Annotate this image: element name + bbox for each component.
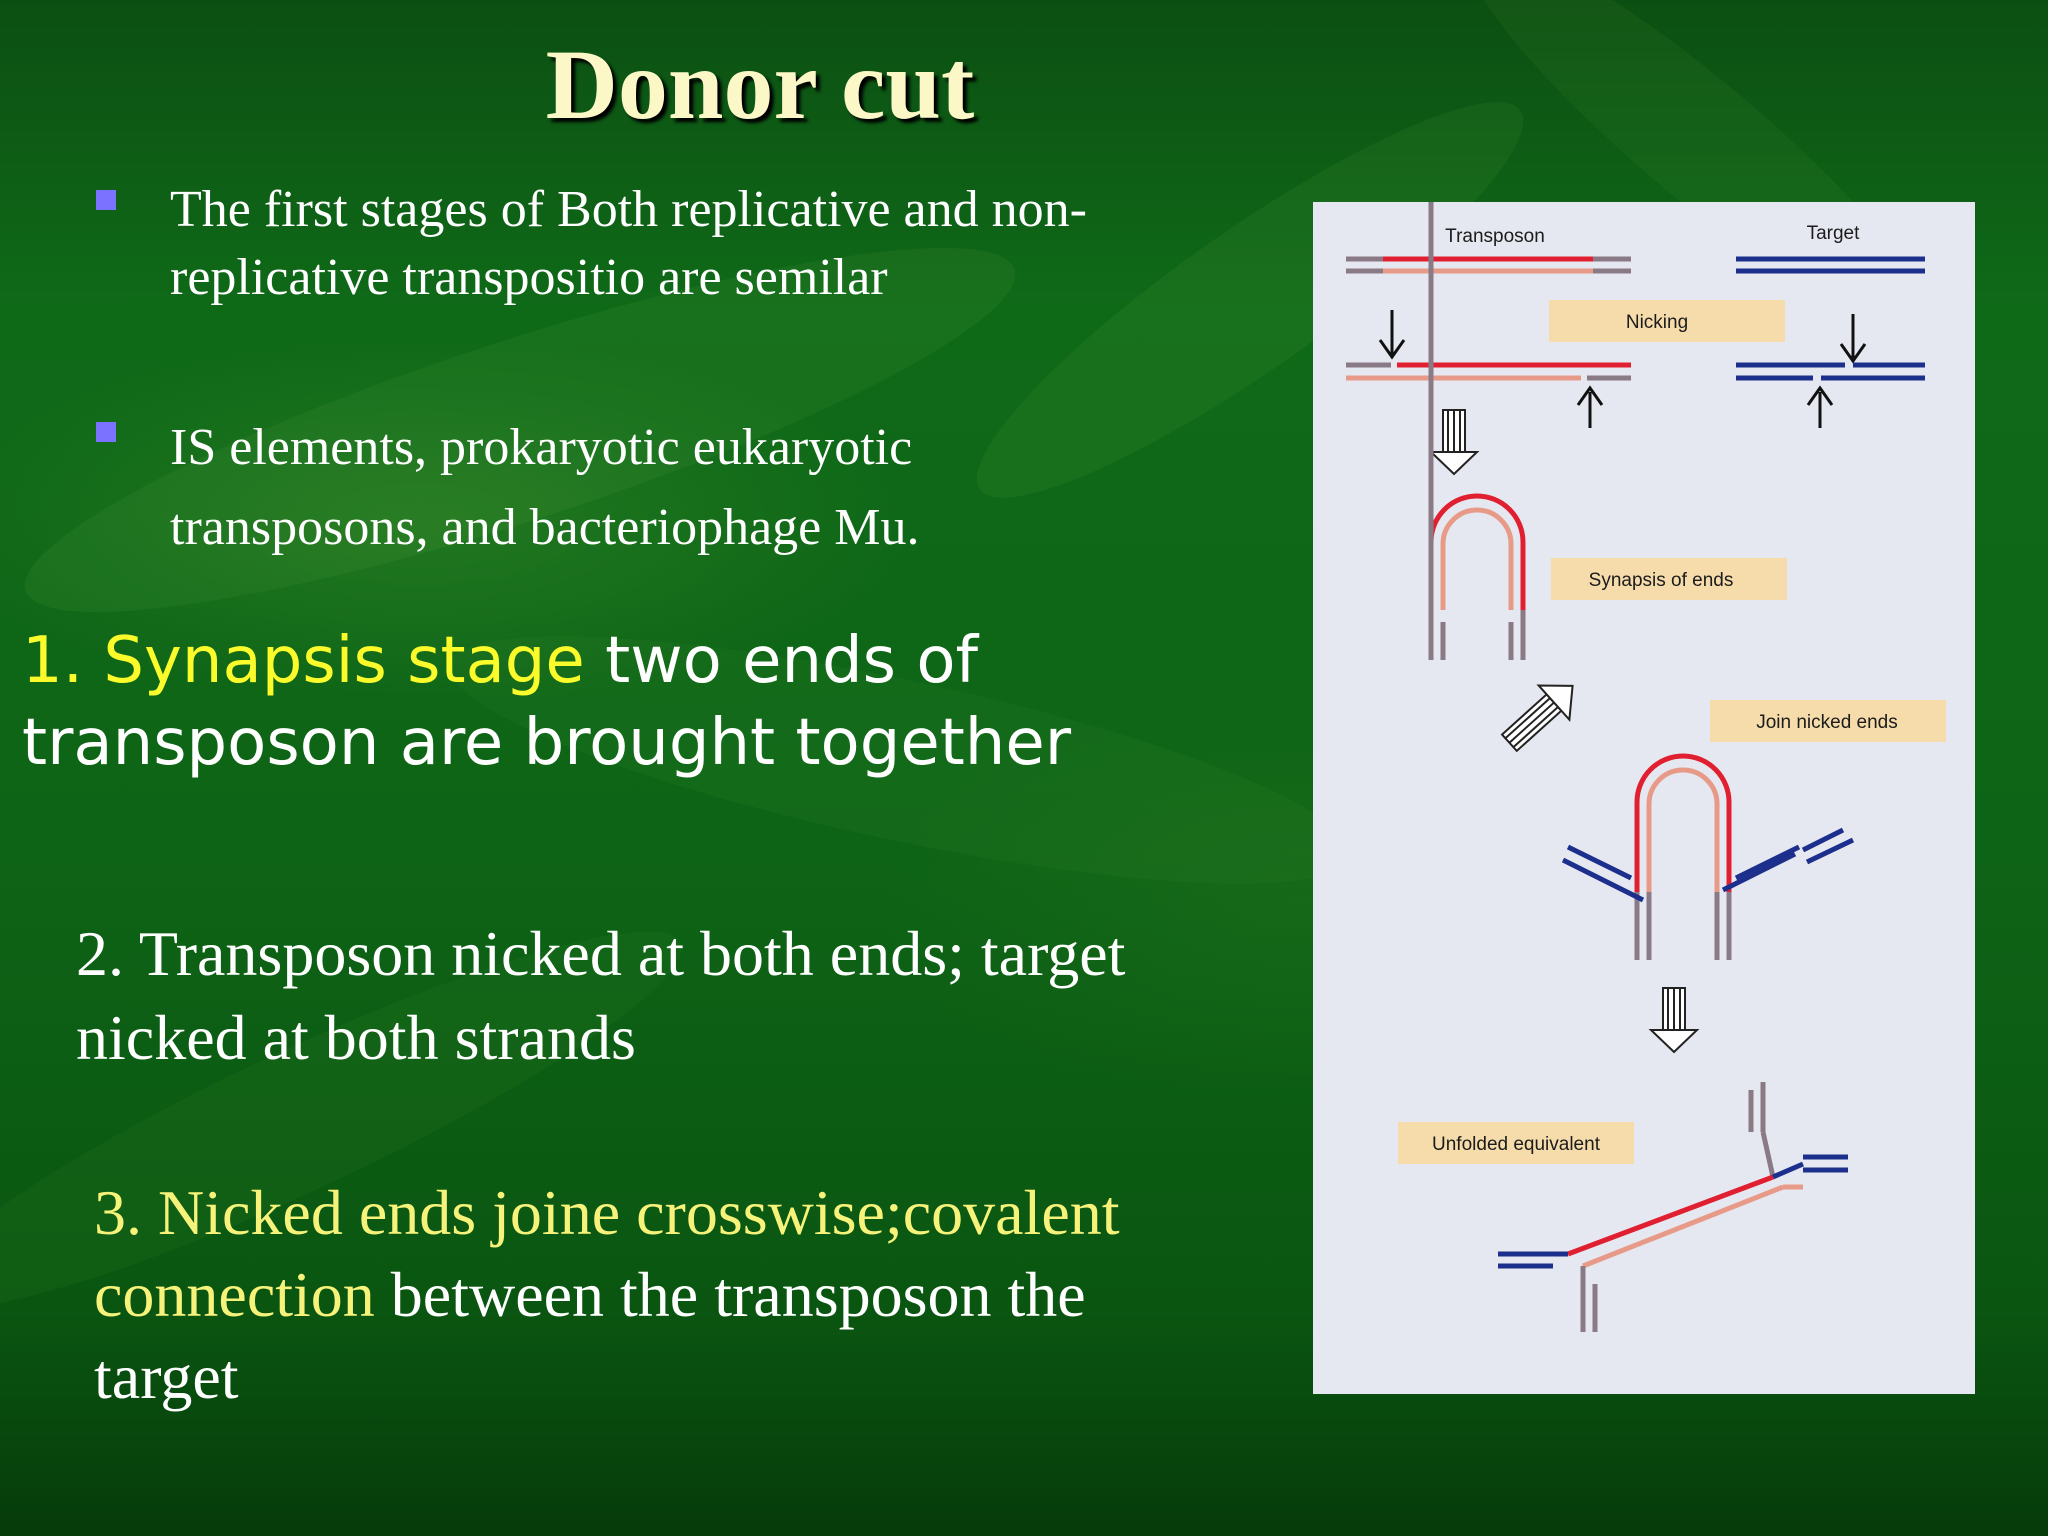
- bullet-text: The first stages of Both replicative and…: [170, 181, 1087, 306]
- target-duplex-nicked: [1736, 362, 1925, 381]
- process-arrow-down-icon: [1648, 987, 1700, 1054]
- label-nicking: Nicking: [1626, 312, 1688, 333]
- bullet-item: IS elements, prokaryotic eukaryotic tran…: [96, 408, 1156, 568]
- step-1-rest: two ends of transposon are brought toget…: [22, 624, 1072, 780]
- synapsis-hairpin: [1428, 202, 1526, 660]
- process-arrow-down-icon: [1428, 409, 1480, 476]
- joined-hairpin: [1561, 753, 1855, 960]
- label-transposon: Transposon: [1445, 226, 1545, 247]
- nicking-label-box: [1549, 300, 1785, 342]
- step-2-text: 2. Transposon nicked at both ends; targe…: [76, 918, 1126, 1073]
- transposition-diagram: Transposon Target Nicking: [1313, 202, 1975, 1394]
- bullet-text: IS elements, prokaryotic eukaryotic tran…: [170, 419, 920, 556]
- label-unfolded: Unfolded equivalent: [1432, 1134, 1601, 1155]
- step-3-rest: between the transposon the target: [94, 1259, 1086, 1412]
- step-3-highlight: 3. Nicked ends joine crosswise;covalent …: [94, 1177, 1120, 1330]
- label-synapsis: Synapsis of ends: [1589, 570, 1734, 591]
- slide-title: Donor cut: [545, 29, 975, 140]
- step-1-text: 1. Synapsis stage two ends of transposon…: [22, 620, 1172, 784]
- bullet-square-icon: [96, 190, 116, 210]
- label-join: Join nicked ends: [1756, 712, 1898, 733]
- process-arrow-diagonal-icon: [1500, 684, 1574, 753]
- step-1-highlight: 1. Synapsis stage: [22, 624, 585, 698]
- bullet-item: The first stages of Both replicative and…: [96, 176, 1156, 312]
- transposon-duplex-nicked: [1346, 362, 1631, 381]
- unfolded-structure: [1498, 1082, 1848, 1332]
- step-3-text: 3. Nicked ends joine crosswise;covalent …: [94, 1172, 1244, 1418]
- synapsis-label-box: [1551, 558, 1787, 600]
- join-label-box: [1710, 700, 1946, 742]
- nick-arrows: [1378, 310, 1867, 428]
- transposon-duplex-row1: [1346, 256, 1631, 274]
- unfolded-label-box: [1398, 1122, 1634, 1164]
- diagram-svg: Transposon Target Nicking: [1346, 202, 1946, 1332]
- bullet-square-icon: [96, 422, 116, 442]
- label-target: Target: [1807, 223, 1861, 244]
- target-duplex-row1: [1736, 256, 1925, 274]
